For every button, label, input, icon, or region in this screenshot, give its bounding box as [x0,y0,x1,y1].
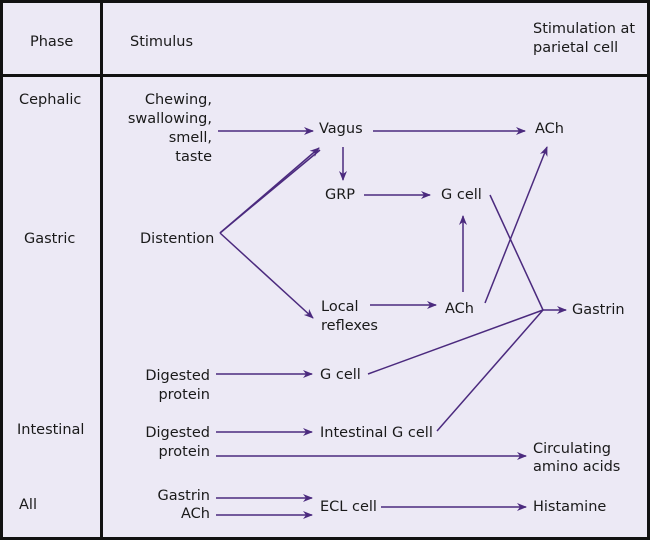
node-g-cell-gastric: G cell [441,187,482,203]
phase-intestinal: Intestinal [17,422,85,438]
node-grp: GRP [325,187,356,203]
stimulus-digested-protein-1a: Digested [145,368,210,384]
phase-gastric: Gastric [24,231,76,247]
output-histamine: Histamine [533,499,607,515]
arrow-distention-to-local-reflexes [219,232,314,319]
node-ecl-cell: ECL cell [320,499,377,515]
header-stimulation-line1: Stimulation at [533,21,636,37]
stimulus-cephalic-2: swallowing, [127,111,212,127]
output-ach: ACh [535,121,564,137]
stimulus-ach: ACh [181,506,210,522]
header-phase: Phase [30,34,74,50]
node-g-cell-intestinal: G cell [320,367,361,383]
phase-cephalic: Cephalic [19,92,82,108]
output-circulating-2: amino acids [533,459,621,475]
output-gastrin: Gastrin [572,302,625,318]
node-vagus: Vagus [319,121,363,137]
phase-all: All [19,497,37,513]
arrow-distention-to-vagus [219,147,320,234]
header-divider [0,74,650,77]
header-stimulus: Stimulus [130,34,194,50]
line-gcell-to-gastrin [489,194,544,311]
arrow-ach-gastric-to-ach-output [484,146,548,304]
header-stimulation-line2: parietal cell [533,40,619,56]
stimulus-digested-protein-1b: protein [158,387,210,403]
stimulus-gastrin: Gastrin [157,488,210,504]
column-divider [100,0,103,540]
stimulus-digested-protein-2b: protein [158,444,210,460]
node-intestinal-g-cell: Intestinal G cell [320,425,433,441]
stimulus-digested-protein-2a: Digested [145,425,210,441]
stimulus-cephalic-4: taste [175,149,212,165]
stimulus-distention: Distention [140,231,215,247]
stimulus-cephalic-3: smell, [168,130,212,146]
node-local-reflexes-2: reflexes [321,318,378,334]
node-ach-gastric: ACh [445,301,474,317]
output-circulating-1: Circulating [533,441,611,457]
line-intestinal-gcell-to-gastrin [436,309,544,432]
node-local-reflexes-1: Local [321,299,359,315]
stimulus-cephalic-1: Chewing, [144,92,212,108]
line-gcell-intestinal-to-gastrin [367,309,544,375]
